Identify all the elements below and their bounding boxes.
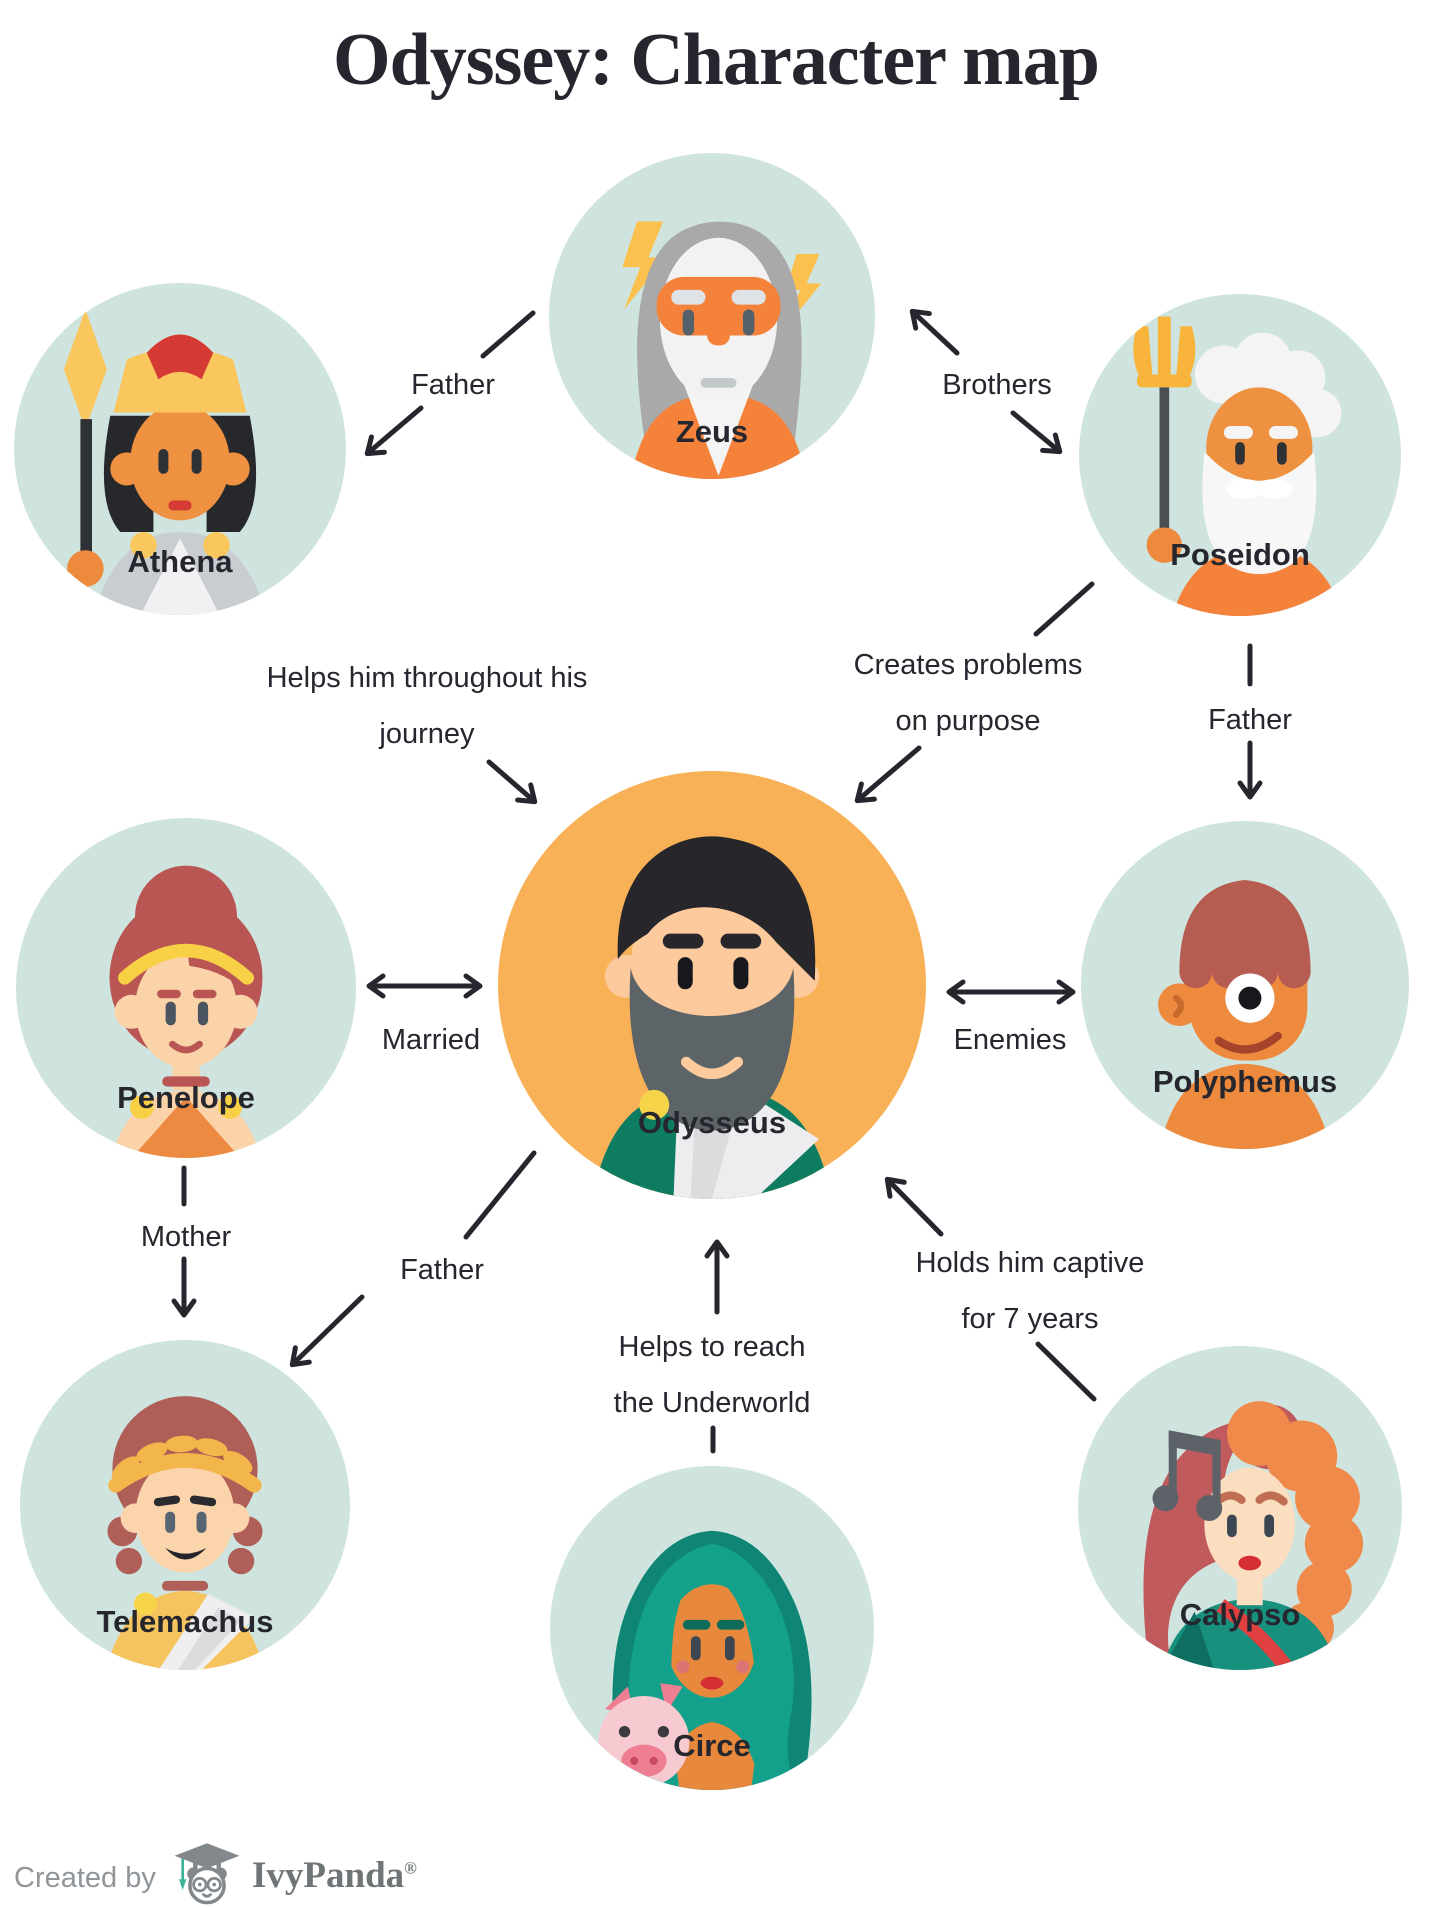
penelope-avatar xyxy=(109,865,263,1158)
spear-icon xyxy=(63,309,107,430)
relationship-label-helps-underworld: Helps to reach the Underworld xyxy=(613,1331,811,1419)
laurel-wreath-icon xyxy=(108,1435,262,1493)
character-name: Zeus xyxy=(675,413,749,449)
relationship-label-enemies: Enemies xyxy=(953,1024,1067,1056)
calypso-avatar xyxy=(1143,1401,1364,1670)
character-bubble-odysseus: Odysseus xyxy=(498,771,926,1199)
pig-icon xyxy=(598,1683,690,1787)
character-name: Athena xyxy=(127,543,233,579)
footer: Created by IvyPanda® xyxy=(0,1836,1432,1908)
character-bubble-polyphemus: Polyphemus xyxy=(1081,821,1409,1149)
relationship-label-creates-problems: Creates problems on purpose xyxy=(853,649,1083,737)
ivypanda-logo-icon xyxy=(174,1843,240,1905)
relationship-label-married: Married xyxy=(381,1024,481,1056)
arrow-father-to-athena xyxy=(364,405,424,457)
character-name: Calypso xyxy=(1179,1597,1301,1633)
character-name: Poseidon xyxy=(1170,537,1310,573)
character-bubble-penelope: Penelope xyxy=(16,818,356,1158)
relationship-label-father-zeus-athena: Father xyxy=(411,369,495,401)
character-name: Polyphemus xyxy=(1152,1063,1338,1099)
relationship-label-father-poseidon: Father xyxy=(1208,704,1292,736)
character-bubble-poseidon: Poseidon xyxy=(1079,294,1401,616)
page-title: Odyssey: Character map xyxy=(333,19,1100,101)
trident-icon xyxy=(1133,316,1196,562)
relationship-label-holds-captive: Holds him captive for 7 years xyxy=(915,1247,1145,1335)
line-zeus-father xyxy=(480,310,536,359)
character-bubble-zeus: Zeus xyxy=(549,153,875,479)
lightning-bolt-icon xyxy=(622,221,667,310)
character-name: Odysseus xyxy=(637,1104,787,1140)
poseidon-avatar xyxy=(1133,316,1344,616)
relationship-label-brothers: Brothers xyxy=(942,369,1052,401)
relationship-label-mother: Mother xyxy=(140,1221,232,1253)
odysseus-avatar xyxy=(592,836,832,1199)
registered-mark: ® xyxy=(404,1858,417,1878)
polyphemus-avatar xyxy=(1158,880,1331,1149)
telemachus-avatar xyxy=(105,1396,265,1670)
relationship-label-father-odysseus: Father xyxy=(400,1254,484,1286)
character-name: Penelope xyxy=(117,1079,255,1115)
music-note-icon xyxy=(1152,1430,1223,1521)
circe-avatar xyxy=(598,1530,812,1790)
ivypanda-brand-name: IvyPanda® xyxy=(252,1855,417,1896)
zeus-avatar xyxy=(622,221,822,479)
character-name: Circe xyxy=(673,1728,751,1764)
arrow-brothers-to-poseidon xyxy=(1010,410,1063,455)
relationship-label-helps-journey: Helps him throughout his journey xyxy=(266,662,588,750)
character-name: Telemachus xyxy=(96,1604,274,1639)
character-bubble-athena: Athena xyxy=(14,283,346,615)
character-bubble-telemachus: Telemachus xyxy=(20,1340,350,1670)
arrow-brothers-to-zeus xyxy=(909,308,960,356)
created-by-text: Created by xyxy=(14,1862,156,1894)
athena-avatar xyxy=(63,309,267,615)
character-bubble-circe: Circe xyxy=(550,1466,874,1790)
character-bubble-calypso: Calypso xyxy=(1078,1346,1402,1670)
